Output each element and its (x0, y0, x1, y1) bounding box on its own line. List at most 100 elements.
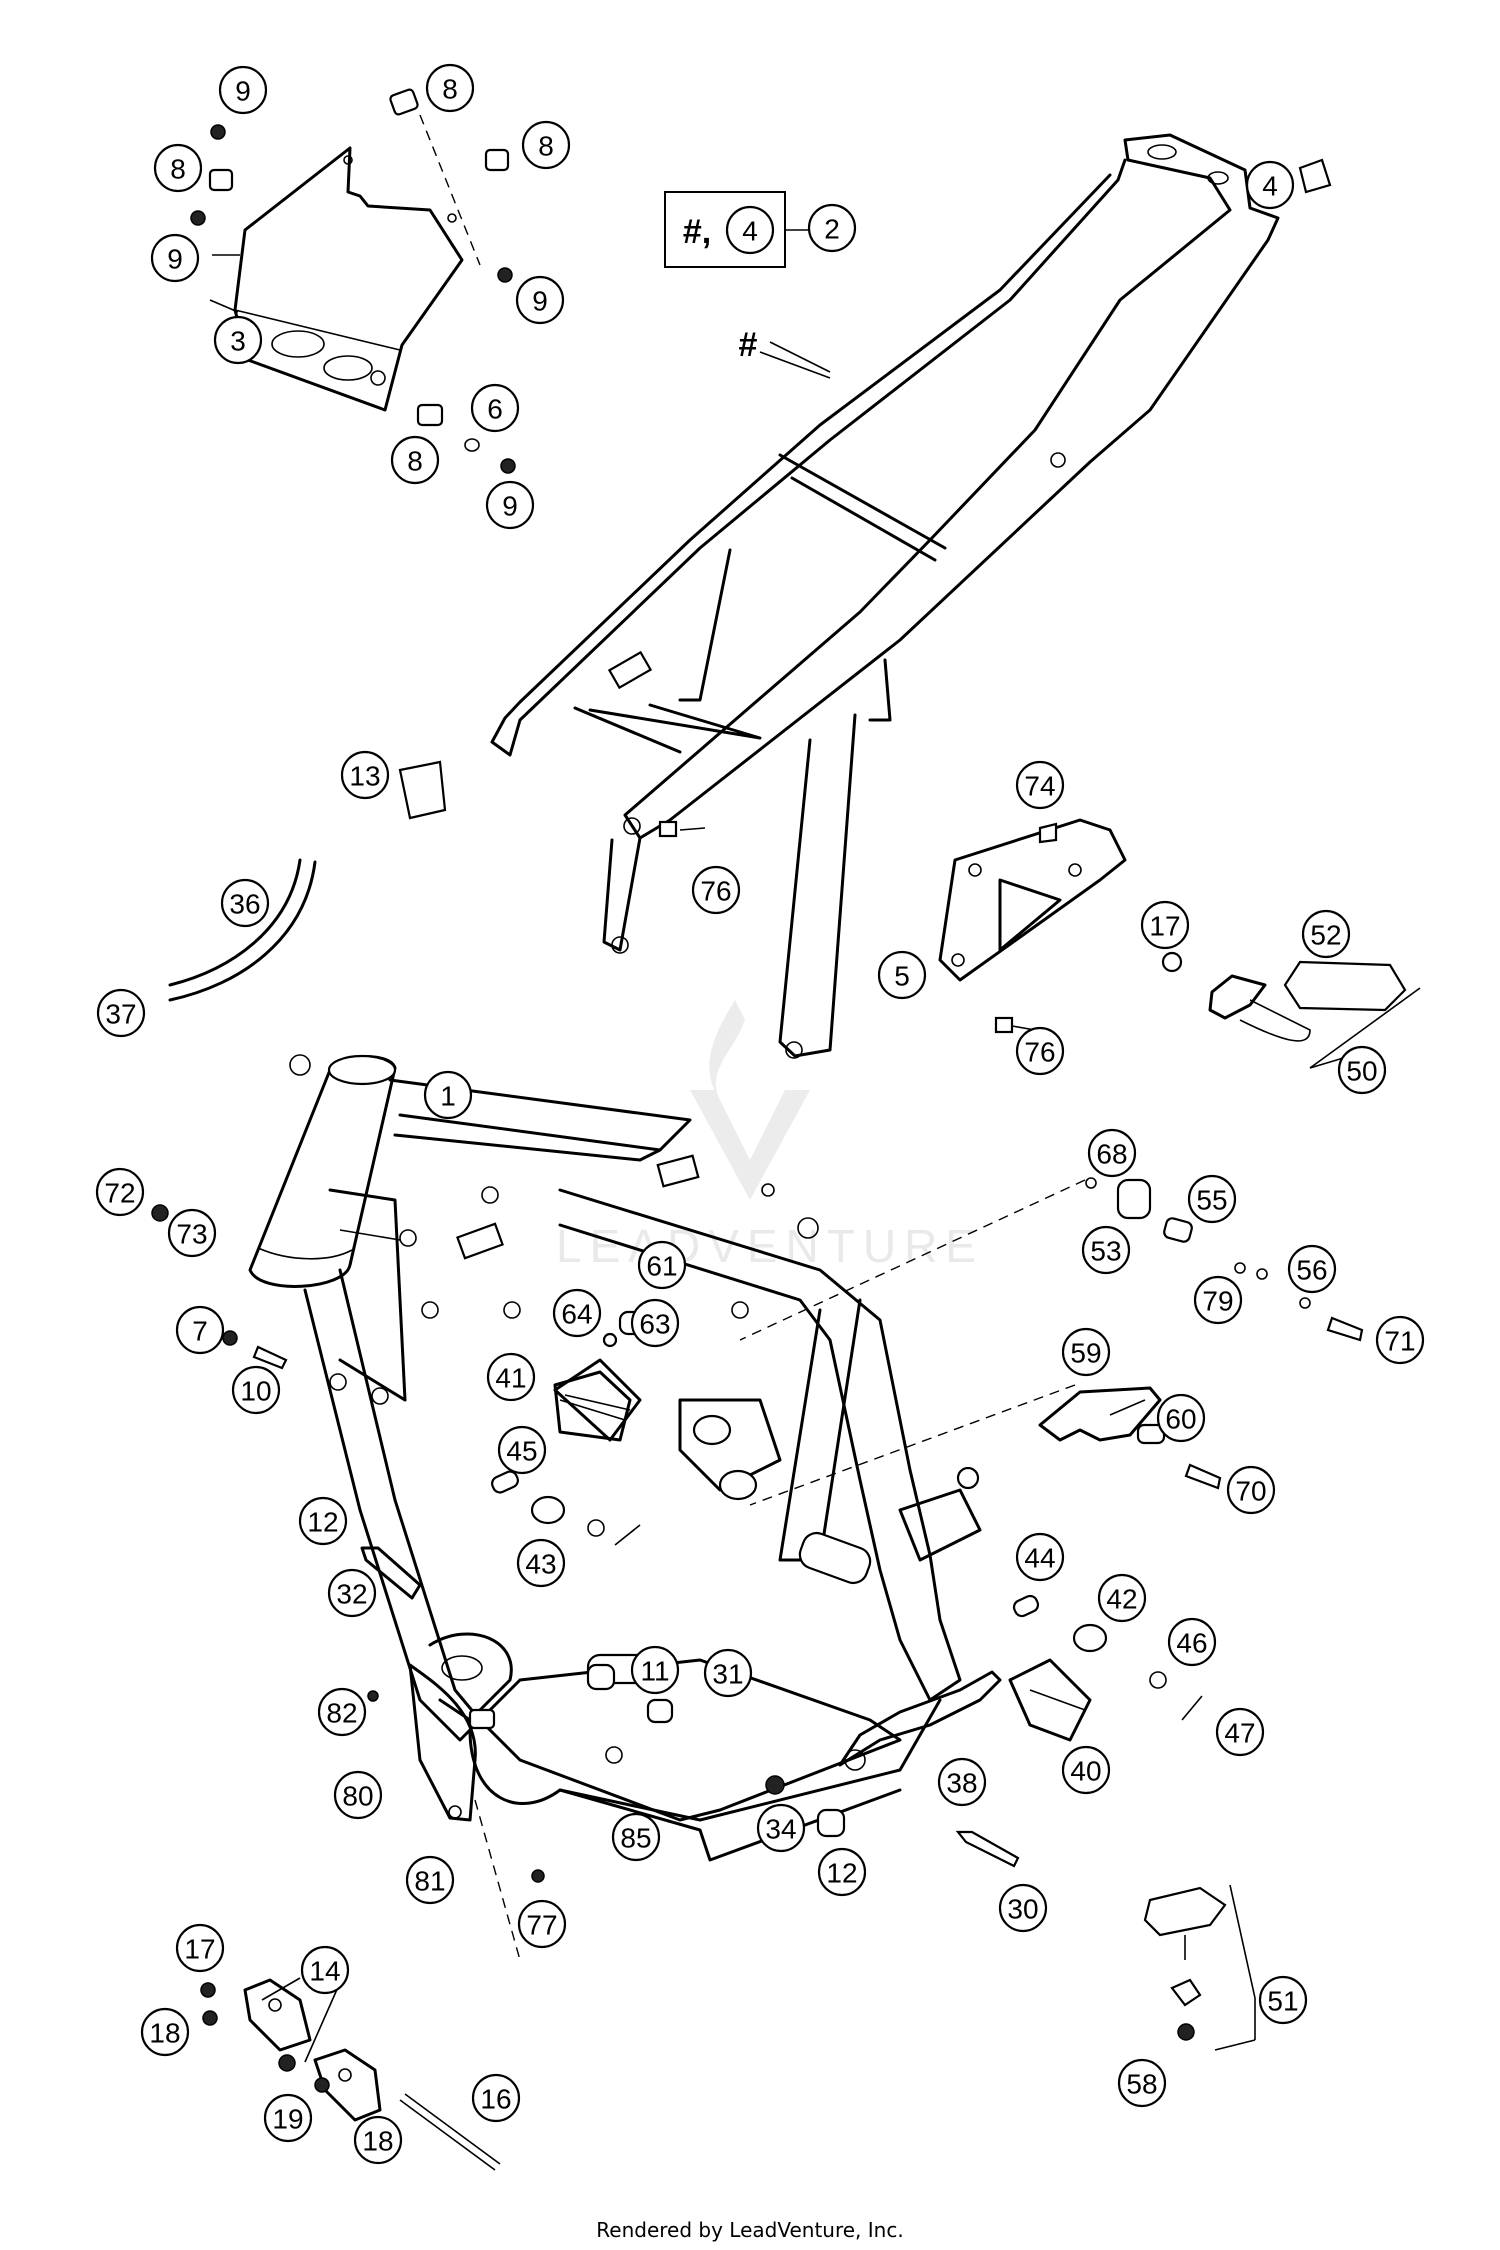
callout-number: 56 (1296, 1255, 1327, 1286)
callout-circle (1087, 1128, 1137, 1178)
callout-circle (220, 878, 270, 928)
callout-85: 85 (611, 1812, 661, 1862)
frame-marker: # (739, 326, 758, 364)
watermark-logo: LEADVENTURE (556, 1000, 984, 1272)
callout-number: 16 (480, 2084, 511, 2115)
callout-number: 55 (1196, 1185, 1227, 1216)
callout-circle (95, 1167, 145, 1217)
callout-number: 43 (525, 1549, 556, 1580)
callout-number: 41 (495, 1363, 526, 1394)
callout-32: 32 (327, 1568, 377, 1618)
callout-circle (1097, 1573, 1147, 1623)
callout-number: 71 (1384, 1326, 1415, 1357)
callout-82: 82 (317, 1687, 367, 1737)
callout-37: 37 (96, 988, 146, 1038)
callout-8: 8 (425, 63, 475, 113)
callout-79: 79 (1193, 1275, 1243, 1325)
callout-70: 70 (1226, 1465, 1276, 1515)
callout-2: 2 (807, 203, 857, 253)
callout-76: 76 (691, 865, 741, 915)
callout-10: 10 (231, 1365, 281, 1415)
callout-circle (725, 205, 775, 255)
callout-number: 38 (946, 1768, 977, 1799)
callout-circle (175, 1923, 225, 1973)
callout-circle (231, 1365, 281, 1415)
callout-circle (1015, 1532, 1065, 1582)
callout-14: 14 (300, 1945, 350, 1995)
callout-circle (390, 435, 440, 485)
callout-18: 18 (353, 2115, 403, 2165)
callout-circle (516, 1538, 566, 1588)
callout-number: 34 (765, 1814, 796, 1845)
callout-number: 3 (230, 326, 246, 357)
callout-41: 41 (486, 1352, 536, 1402)
callout-circle (877, 950, 927, 1000)
callout-9: 9 (218, 65, 268, 115)
callout-number: 79 (1202, 1286, 1233, 1317)
callout-number: 17 (184, 1934, 215, 1965)
callout-number: 42 (1106, 1584, 1137, 1615)
callout-circle (630, 1645, 680, 1695)
callout-number: 74 (1024, 771, 1055, 802)
callout-circle (1140, 900, 1190, 950)
callout-circle (807, 203, 857, 253)
callout-50: 50 (1337, 1045, 1387, 1095)
callout-circle (1375, 1315, 1425, 1365)
callout-circle (1193, 1275, 1243, 1325)
callout-number: 6 (487, 394, 503, 425)
callout-46: 46 (1167, 1617, 1217, 1667)
callout-number: 45 (506, 1436, 537, 1467)
callout-9: 9 (485, 480, 535, 530)
callout-circle (1187, 1174, 1237, 1224)
callout-71: 71 (1375, 1315, 1425, 1365)
callout-number: 77 (526, 1910, 557, 1941)
callout-68: 68 (1087, 1128, 1137, 1178)
callout-circle (517, 1899, 567, 1949)
watermark-text: LEADVENTURE (556, 1220, 984, 1272)
callout-circle (153, 143, 203, 193)
callout-number: 47 (1224, 1718, 1255, 1749)
callout-number: 50 (1346, 1056, 1377, 1087)
callout-circle (1117, 2058, 1167, 2108)
callout-number: 53 (1090, 1236, 1121, 1267)
callout-circle (703, 1648, 753, 1698)
callout-circle (515, 275, 565, 325)
callout-circle (96, 988, 146, 1038)
callout-8: 8 (390, 435, 440, 485)
callout-circle (218, 65, 268, 115)
callout-circle (150, 233, 200, 283)
callout-number: 12 (307, 1507, 338, 1538)
callout-number: 46 (1176, 1628, 1207, 1659)
callout-77: 77 (517, 1899, 567, 1949)
callout-number: 68 (1096, 1139, 1127, 1170)
callout-circle (1015, 760, 1065, 810)
callout-55: 55 (1187, 1174, 1237, 1224)
callout-circle (817, 1847, 867, 1897)
callout-18: 18 (140, 2007, 190, 2057)
callout-38: 38 (937, 1757, 987, 1807)
callout-circle (937, 1757, 987, 1807)
callout-circle (756, 1803, 806, 1853)
callout-number: 18 (362, 2126, 393, 2157)
callout-number: 19 (272, 2104, 303, 2135)
callouts: 1234456788889999101112121314161717181819… (95, 63, 1425, 2165)
callout-circle (497, 1425, 547, 1475)
reference-box-text: #, (683, 213, 711, 251)
callout-63: 63 (630, 1298, 680, 1348)
callout-58: 58 (1117, 2058, 1167, 2108)
callout-number: 2 (824, 214, 840, 245)
callout-circle (1167, 1617, 1217, 1667)
callout-13: 13 (340, 750, 390, 800)
callout-circle (298, 1496, 348, 1546)
callout-number: 52 (1310, 920, 1341, 951)
callout-number: 44 (1024, 1543, 1055, 1574)
callout-number: 72 (104, 1178, 135, 1209)
callout-9: 9 (150, 233, 200, 283)
callout-circle (425, 63, 475, 113)
callout-1: 1 (423, 1070, 473, 1120)
callout-number: 63 (639, 1309, 670, 1340)
callout-circle (317, 1687, 367, 1737)
callout-circle (1258, 1975, 1308, 2025)
callout-circle (471, 2073, 521, 2123)
callout-number: 85 (620, 1823, 651, 1854)
